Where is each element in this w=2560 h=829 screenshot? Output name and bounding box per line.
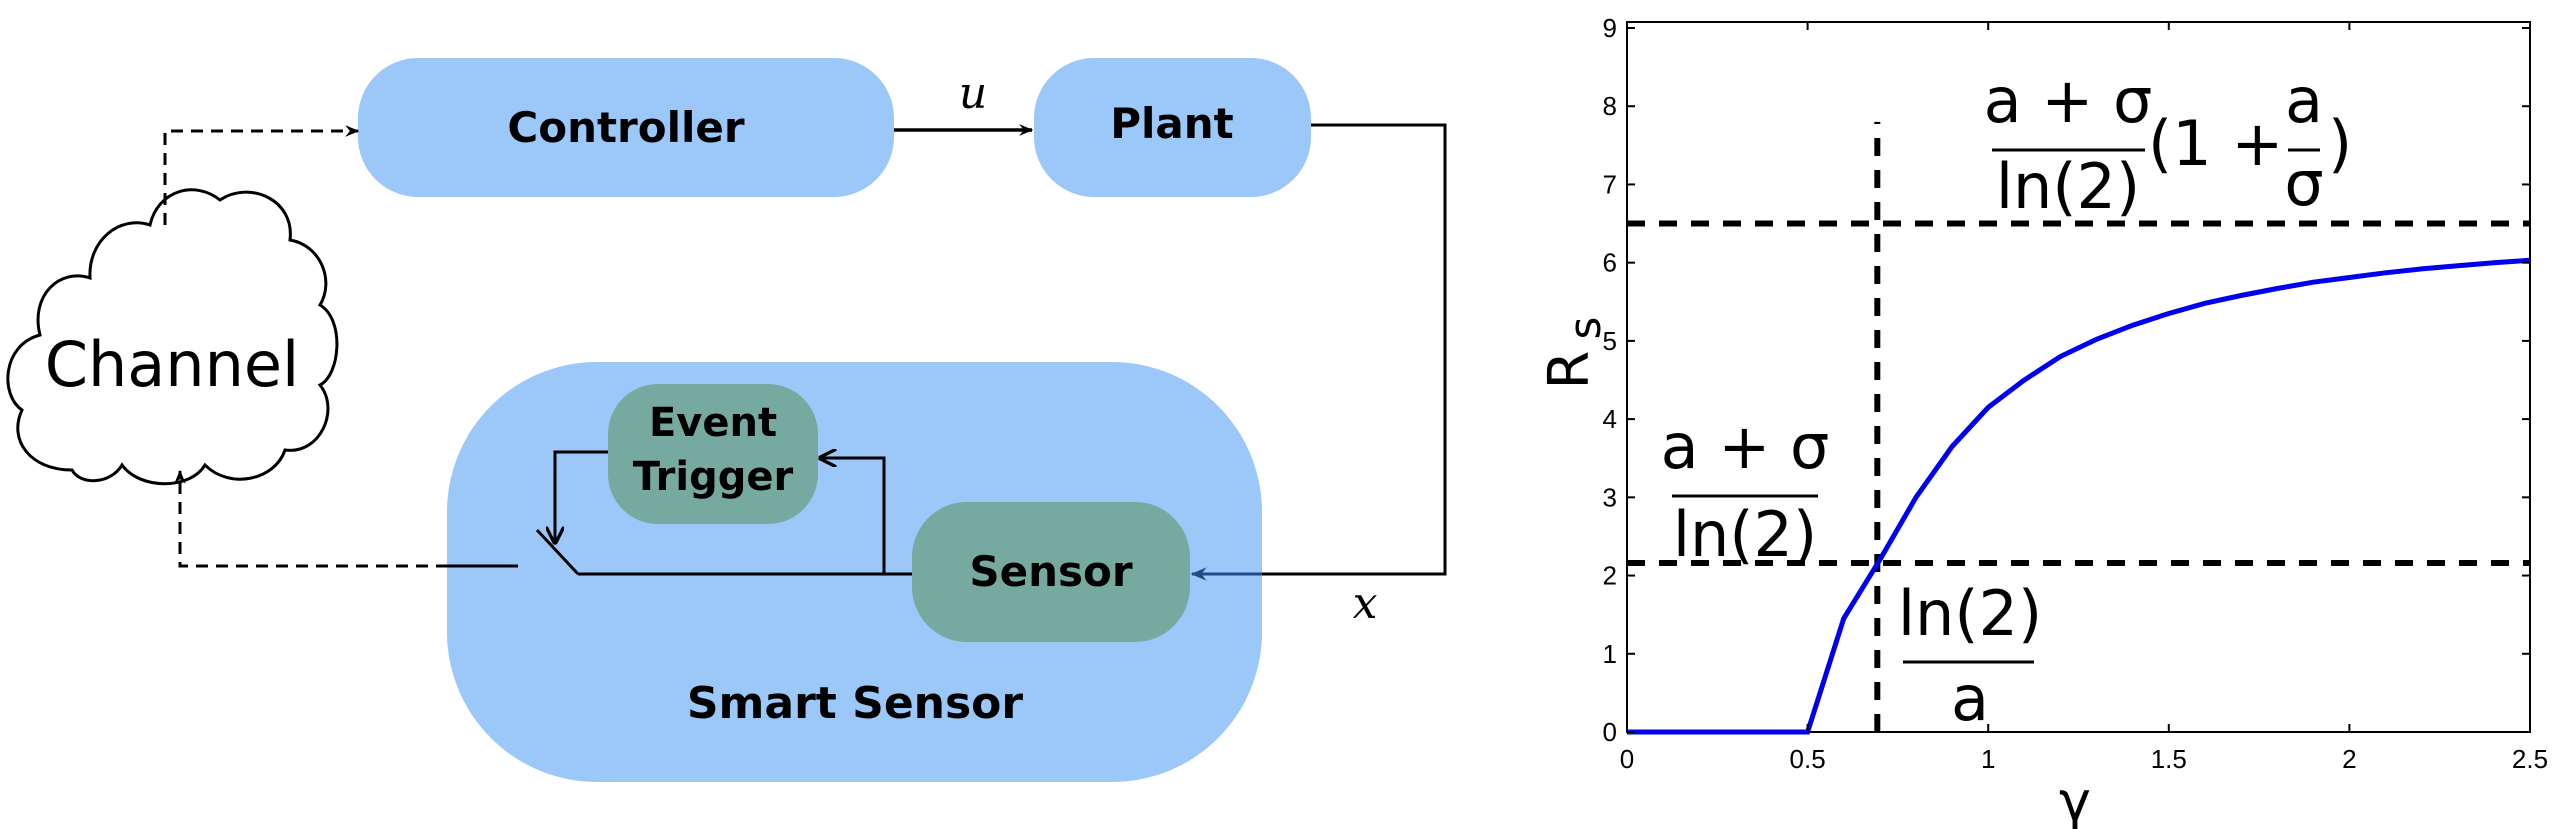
transmission-switch[interactable] — [535, 528, 580, 576]
x-tick-label: 2 — [2342, 744, 2356, 774]
block-diagram: Smart Sensor Controller Plant Event Trig… — [6, 58, 1447, 782]
rate-vs-gamma-chart: 0 0.5 1 1.5 2 2.5 0 1 2 3 4 5 6 7 8 9 γ R s a + σ ln(2)… — [1537, 13, 2549, 829]
upper-inner-denominator: σ — [2284, 147, 2323, 220]
y-tick-label: 7 — [1603, 169, 1617, 199]
channel-cloud[interactable]: Channel — [6, 188, 339, 486]
event-trigger-label-line2: Trigger — [633, 454, 794, 500]
sensor-block[interactable]: Sensor — [912, 502, 1190, 642]
upper-inner-numerator: a — [2285, 64, 2323, 137]
y-axis-label-main: R — [1537, 351, 1602, 390]
vertical-line-annotation: ln(2) a — [1898, 577, 2042, 735]
y-tick-label: 8 — [1603, 91, 1617, 121]
plot-area — [1626, 21, 2531, 733]
vertical-numerator: ln(2) — [1898, 577, 2042, 650]
upper-numerator: a + σ — [1984, 64, 2153, 137]
plant-label: Plant — [1110, 99, 1234, 148]
trigger-to-switch-link — [555, 450, 608, 543]
plant-block[interactable]: Plant — [1034, 58, 1311, 197]
sensor-to-trigger-link — [820, 458, 886, 574]
x-tick-label: 2.5 — [2512, 744, 2548, 774]
plant-background — [1034, 58, 1311, 197]
sensor-label: Sensor — [969, 547, 1132, 596]
y-tick-label: 0 — [1603, 717, 1617, 747]
y-tick-label: 1 — [1603, 639, 1617, 669]
upper-denominator: ln(2) — [1996, 150, 2140, 223]
upper-factor-open: (1 + — [2148, 107, 2283, 180]
event-trigger-background — [608, 384, 818, 524]
y-axis-label-subscript: s — [1560, 317, 1611, 340]
event-trigger-block[interactable]: Event Trigger — [608, 384, 818, 524]
y-tick-label: 4 — [1603, 404, 1617, 434]
controller-label: Controller — [507, 103, 745, 152]
cloud-icon — [6, 188, 339, 486]
series-line-rs — [1627, 257, 2531, 735]
x-tick-label: 1.5 — [2151, 744, 2187, 774]
y-tick-label: 3 — [1603, 482, 1617, 512]
x-tick-label: 0.5 — [1790, 744, 1826, 774]
lower-numerator: a + σ — [1661, 410, 1830, 483]
x-tick-label: 1 — [1981, 744, 1995, 774]
vertical-denominator: a — [1951, 662, 1989, 735]
x-tick-label: 0 — [1620, 744, 1634, 774]
channel-to-controller-link — [163, 125, 360, 225]
controller-background — [358, 58, 894, 197]
y-tick-label: 6 — [1603, 248, 1617, 278]
smart-sensor-label: Smart Sensor — [687, 678, 1024, 729]
lower-level-annotation: a + σ ln(2) — [1661, 410, 1830, 571]
y-axis-label: R s — [1537, 317, 1611, 390]
event-trigger-label-line1: Event — [649, 400, 777, 446]
controller-block[interactable]: Controller — [358, 58, 894, 197]
y-tick-label: 5 — [1603, 326, 1617, 356]
sensor-background — [912, 502, 1190, 642]
control-signal-label: u — [959, 68, 987, 119]
plant-output-link — [1262, 123, 1447, 576]
axes-frame — [1626, 21, 2531, 733]
axis-ticks: 0 0.5 1 1.5 2 2.5 0 1 2 3 4 5 6 7 8 9 — [1603, 13, 2549, 774]
y-tick-label: 9 — [1603, 13, 1617, 43]
upper-asymptote-annotation: a + σ ln(2) (1 + a σ ) — [1984, 64, 2353, 223]
y-tick-label: 2 — [1603, 561, 1617, 591]
state-signal-label: x — [1353, 578, 1378, 629]
channel-label: Channel — [45, 328, 300, 401]
upper-factor-close: ) — [2328, 107, 2352, 180]
switch-to-channel-link — [174, 469, 448, 568]
x-axis-label: γ — [2059, 770, 2091, 829]
lower-denominator: ln(2) — [1673, 498, 1817, 571]
reference-lines — [1627, 121, 2530, 732]
